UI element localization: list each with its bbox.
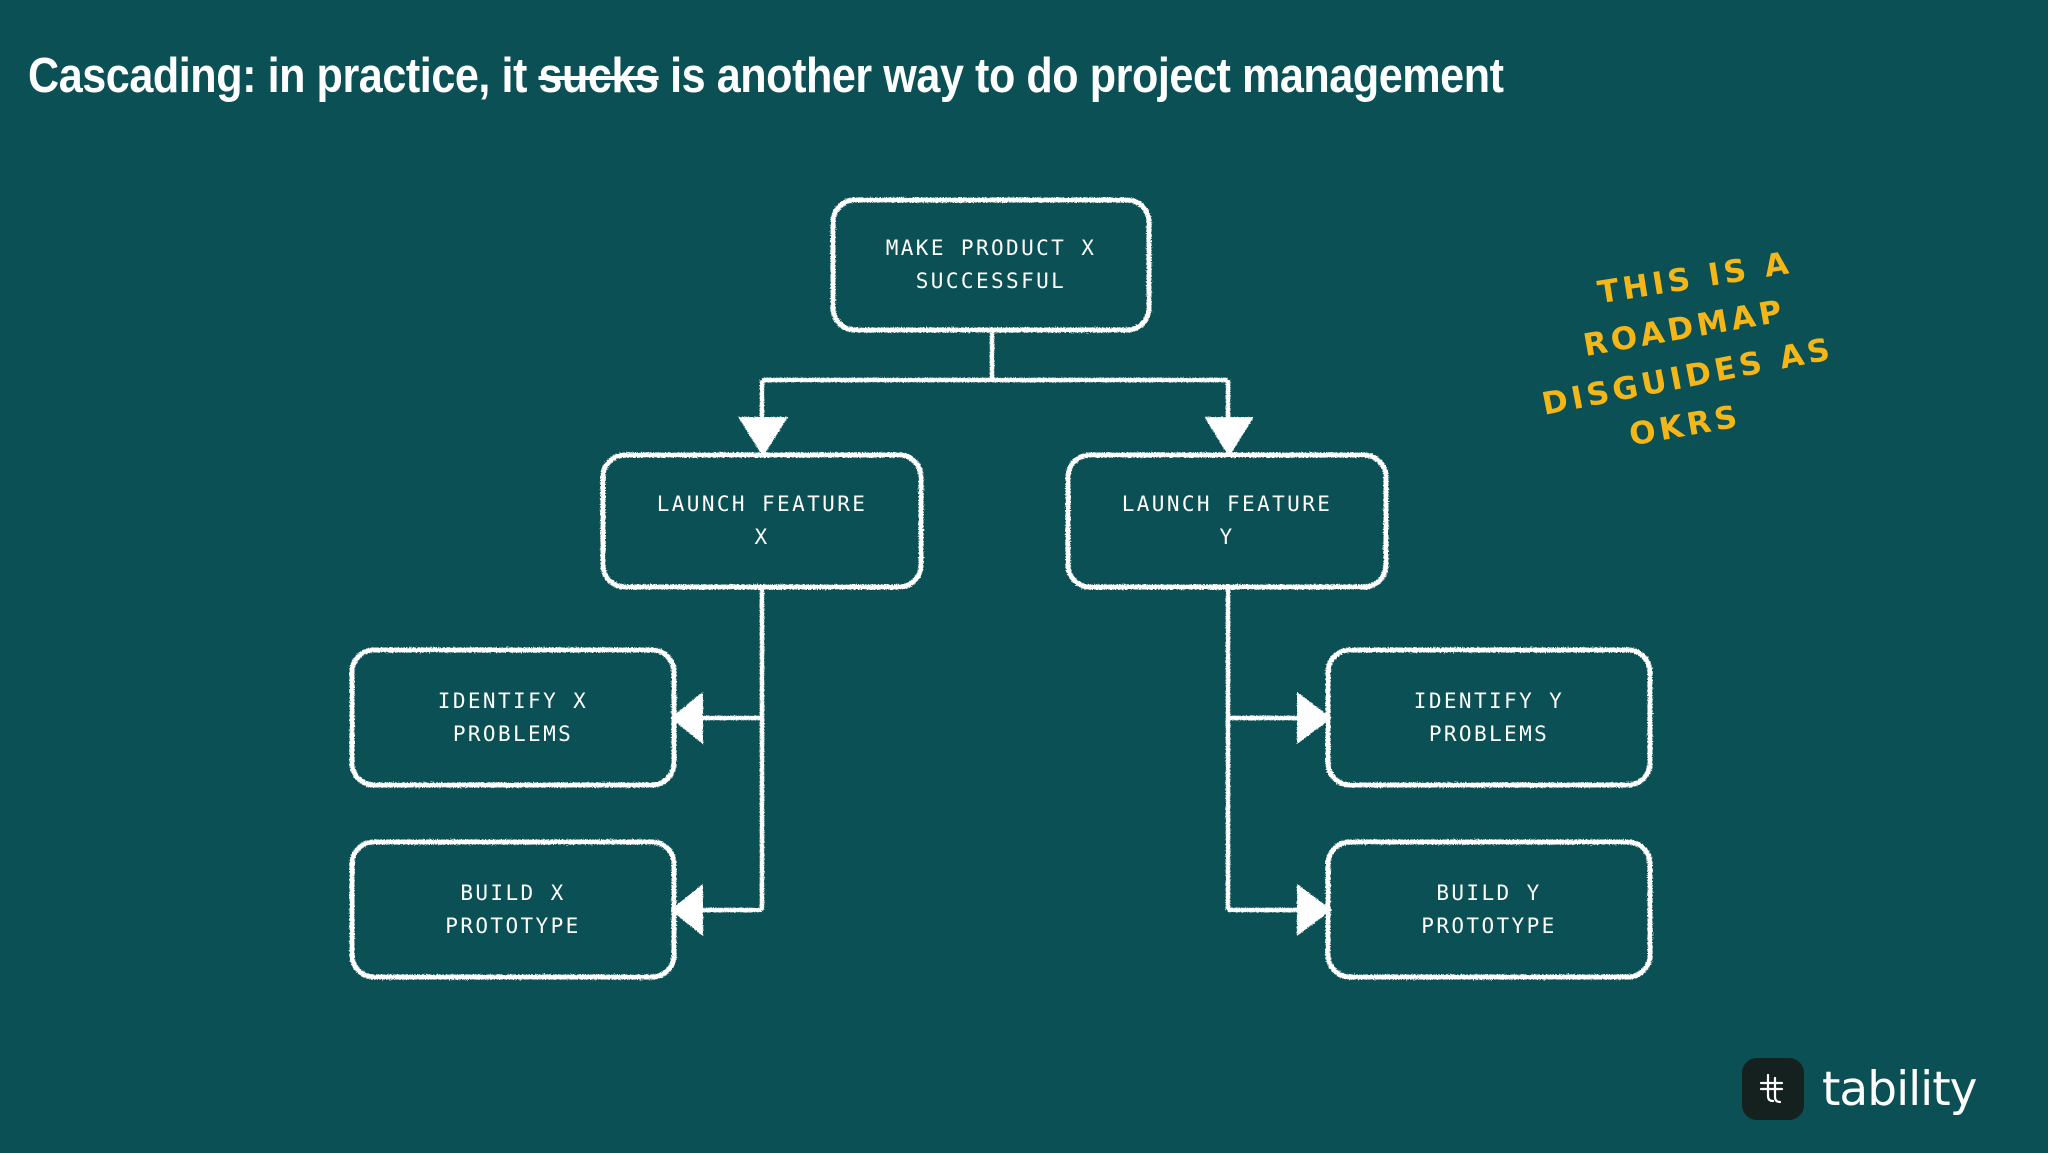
title-part-before: Cascading: in practice, it: [28, 49, 539, 103]
node-feature-y[interactable]: LAUNCH FEATURE Y: [1068, 455, 1386, 587]
arrowhead-to-identify-x: [670, 691, 703, 745]
node-root[interactable]: MAKE PRODUCT X SUCCESSFUL: [833, 200, 1149, 330]
page-title: Cascading: in practice, it sucks is anot…: [28, 48, 1779, 104]
tability-wordmark: tability: [1822, 1061, 1977, 1117]
node-box-root: [830, 197, 1152, 333]
arrowhead-to-build-y: [1297, 884, 1332, 936]
node-label-identify-y: IDENTIFY Y PROBLEMS: [1413, 688, 1565, 746]
arrowhead-to-identify-y: [1297, 692, 1332, 744]
node-build-y[interactable]: BUILD Y PROTOTYPE: [1328, 842, 1650, 977]
tability-logo-mark-icon: [1742, 1058, 1804, 1120]
node-label-feature-y: LAUNCH FEATURE Y: [1121, 492, 1333, 549]
tability-logo: tability: [1742, 1058, 1977, 1120]
node-build-x[interactable]: BUILD X PROTOTYPE: [352, 842, 674, 977]
node-label-feature-x: LAUNCH FEATURE X: [656, 492, 868, 549]
arrowhead-to-build-x: [670, 883, 703, 937]
node-feature-x[interactable]: LAUNCH FEATURE X: [603, 455, 921, 587]
title-part-after: is another way to do project management: [658, 49, 1504, 103]
node-identify-y[interactable]: IDENTIFY Y PROBLEMS: [1328, 650, 1650, 785]
arrowhead-to-feature-y: [1204, 417, 1254, 457]
node-label-build-y: BUILD Y PROTOTYPE: [1421, 880, 1557, 938]
title-strikethrough-word: sucks: [538, 49, 659, 103]
node-label-identify-x: IDENTIFY X PROBLEMS: [437, 688, 589, 746]
arrowhead-to-feature-x: [738, 417, 788, 457]
node-identify-x[interactable]: IDENTIFY X PROBLEMS: [352, 650, 674, 785]
node-label-build-x: BUILD X PROTOTYPE: [445, 880, 581, 938]
node-label-root: MAKE PRODUCT X SUCCESSFUL: [885, 236, 1097, 293]
